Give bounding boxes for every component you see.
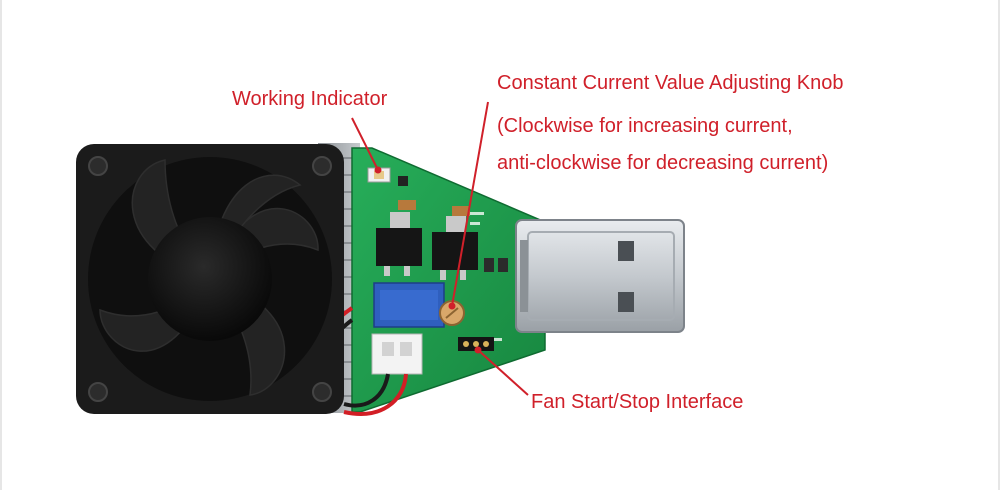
potentiometer-knob-icon[interactable] xyxy=(373,282,465,328)
mosfet-left xyxy=(376,212,422,276)
callout-working-indicator xyxy=(351,117,382,174)
cooling-fan-icon xyxy=(76,144,344,414)
working-indicator-label: Working Indicator xyxy=(232,88,388,110)
knob-label-anticlockwise: anti-clockwise for decreasing current) xyxy=(497,152,829,174)
right-frame-edge xyxy=(998,0,1000,490)
fan-interface-label: Fan Start/Stop Interface xyxy=(531,391,744,413)
left-frame-edge xyxy=(0,0,2,490)
knob-label-clockwise: (Clockwise for increasing current, xyxy=(497,115,793,137)
capacitors xyxy=(398,200,508,272)
callout-knob xyxy=(448,101,489,310)
callout-fan-interface xyxy=(474,346,529,396)
usb-plug-icon xyxy=(515,219,685,333)
mosfet-right xyxy=(432,216,478,280)
fan-header-pins-icon xyxy=(458,337,494,351)
knob-label-title: Constant Current Value Adjusting Knob xyxy=(497,72,844,94)
